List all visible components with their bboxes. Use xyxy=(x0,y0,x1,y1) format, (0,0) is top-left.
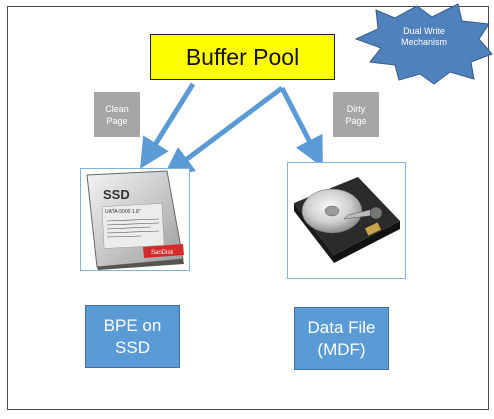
hard-drive-icon xyxy=(294,177,400,263)
dirty-page-line2: Page xyxy=(345,115,367,126)
dual-write-line2: Mechanism xyxy=(400,37,447,47)
dirty-page-line1: Dirty xyxy=(346,103,366,114)
data-file-line2: (MDF) xyxy=(317,339,366,359)
dual-write-label: Dual Write Mechanism xyxy=(384,26,464,48)
ssd-image: SSD UATA-5000 1.8" SanDisk xyxy=(80,168,190,271)
dirty-page-label: Dirty Page xyxy=(333,92,379,137)
bpe-line2: SSD xyxy=(115,337,150,357)
ssd-brand-text: SSD xyxy=(103,187,130,202)
arrow-clean-to-ssd xyxy=(140,82,196,169)
arrow-dirty-to-datafile xyxy=(279,86,323,168)
ssd-drive-icon: SSD UATA-5000 1.8" SanDisk xyxy=(86,170,184,270)
arrow-dirty-to-ssd xyxy=(162,85,284,177)
clean-page-label: Clean Page xyxy=(94,92,140,137)
ssd-model-text: UATA-5000 1.8" xyxy=(105,209,141,215)
data-file-line1: Data File xyxy=(307,317,376,337)
hdd-image xyxy=(287,162,406,279)
ssd-maker-text: SanDisk xyxy=(151,250,174,256)
dual-write-line1: Dual Write xyxy=(403,26,445,36)
clean-page-line1: Clean xyxy=(105,103,129,114)
bpe-line1: BPE on xyxy=(103,315,162,335)
buffer-pool-box: Buffer Pool xyxy=(150,34,335,80)
bpe-on-ssd-box: BPE on SSD xyxy=(85,305,180,368)
clean-page-line2: Page xyxy=(106,115,128,126)
data-file-box: Data File (MDF) xyxy=(294,307,389,370)
